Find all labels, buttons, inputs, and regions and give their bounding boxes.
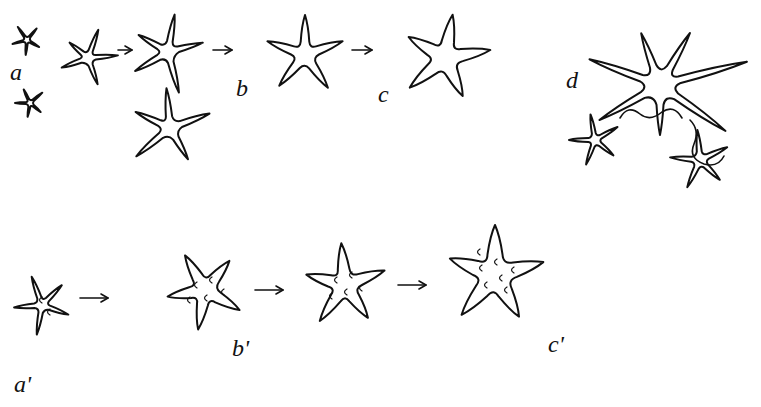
figure-letter: b xyxy=(236,76,248,100)
figure-letter: c xyxy=(378,82,389,106)
arrow-head xyxy=(125,46,132,54)
spot-mark xyxy=(188,297,191,303)
spot-mark xyxy=(48,309,51,315)
spicule-outline xyxy=(135,15,203,93)
spot-mark xyxy=(40,297,43,303)
spot-mark xyxy=(335,277,338,283)
figure-letter: d xyxy=(566,68,578,92)
figure-letter: a' xyxy=(14,372,31,396)
spicule-outline xyxy=(306,243,384,321)
spicule-outline xyxy=(168,255,240,329)
spot-mark xyxy=(222,289,225,295)
arrow-line xyxy=(213,49,232,51)
spot-mark xyxy=(512,267,515,273)
spicule-outline xyxy=(569,114,618,164)
spot-mark xyxy=(500,275,503,281)
arrow-head xyxy=(225,46,232,54)
arrow-head xyxy=(419,281,426,289)
spicule-outline xyxy=(62,30,118,85)
spicule-outline xyxy=(267,15,342,88)
spot-mark xyxy=(345,289,348,295)
spicule-outline xyxy=(13,27,40,55)
spot-mark xyxy=(330,293,333,299)
arrow-head xyxy=(365,46,372,54)
figure-letter: a xyxy=(10,60,22,84)
irregular-mass xyxy=(590,33,747,135)
spot-mark xyxy=(360,285,363,291)
arrow-line xyxy=(255,289,283,291)
spot-mark xyxy=(210,277,213,283)
arrow-line xyxy=(398,284,426,286)
spot-mark xyxy=(505,287,508,293)
spicule-outline xyxy=(136,88,210,159)
arrow-line xyxy=(80,297,108,299)
figure-letter: c' xyxy=(548,332,564,356)
spot-mark xyxy=(205,295,208,301)
spot-mark xyxy=(350,272,353,278)
spot-mark xyxy=(478,249,481,255)
spicule-outline xyxy=(15,89,42,116)
spot-mark xyxy=(480,265,483,271)
arrow-head xyxy=(276,286,283,294)
spot-mark xyxy=(195,282,198,288)
arrow-line xyxy=(352,49,372,51)
spot-mark xyxy=(495,259,498,265)
spicule-outline xyxy=(409,15,491,96)
spot-mark xyxy=(485,282,488,288)
spicule-outline xyxy=(670,130,727,187)
spicule-outline xyxy=(14,277,68,335)
arrow-head xyxy=(101,294,108,302)
figure-letter: b' xyxy=(232,336,249,360)
spicule-outline xyxy=(450,225,543,317)
irregular-mass xyxy=(690,120,724,165)
irregular-mass xyxy=(620,109,682,118)
